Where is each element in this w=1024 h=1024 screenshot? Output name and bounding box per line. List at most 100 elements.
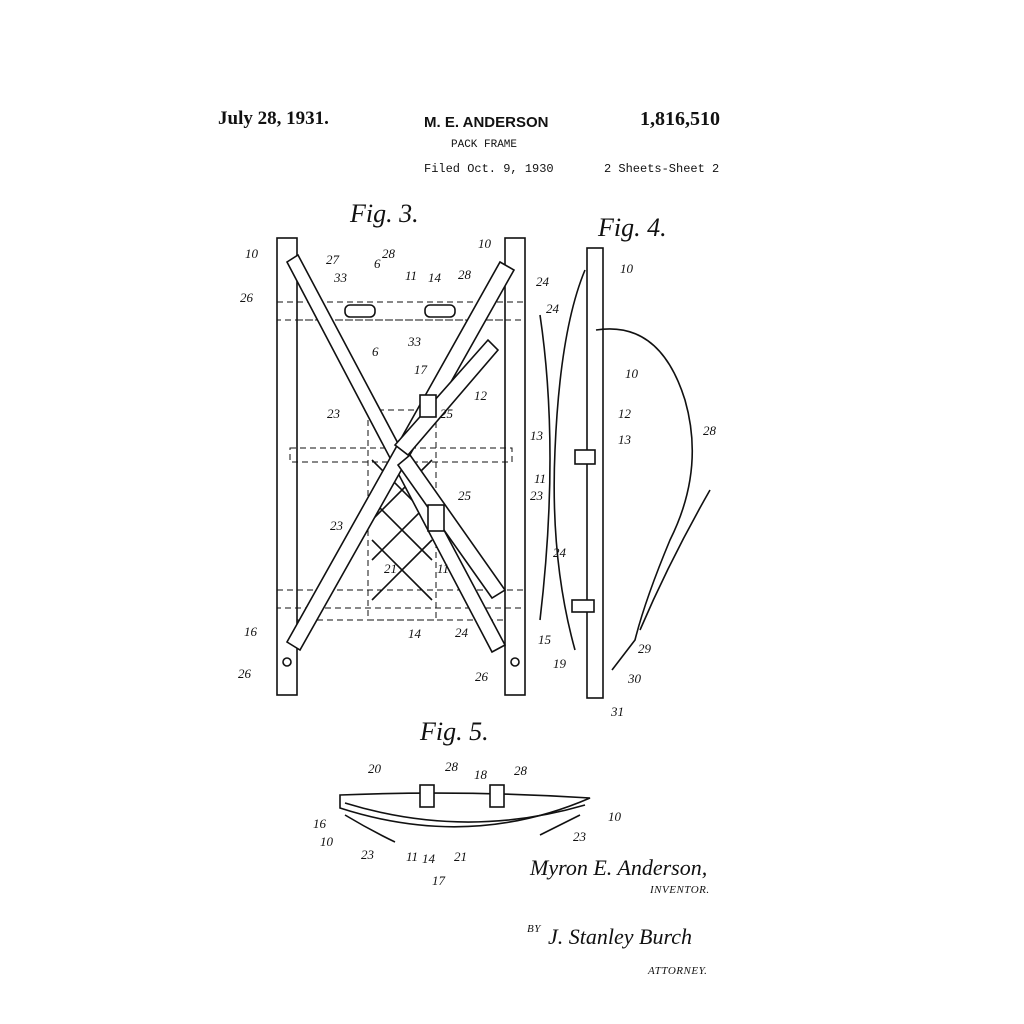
inventor-signature: Myron E. Anderson, [529,855,707,880]
ref-numeral: 25 [458,488,472,503]
top-crossbar [276,301,526,321]
ref-numeral: 6 [372,344,379,359]
ref-numeral: 10 [320,834,334,849]
ref-numeral: 15 [538,632,552,647]
pack-outline [539,314,551,621]
fig5-reference-numerals: 20 28 18 28 10 16 10 23 11 14 21 17 23 [313,759,622,888]
attorney-signature: J. Stanley Burch [548,924,692,949]
ref-numeral: 18 [474,767,488,782]
ref-numeral: 10 [625,366,639,381]
ref-numeral: 13 [530,428,544,443]
ref-numeral: 10 [478,236,492,251]
side-post [586,247,604,699]
ref-numeral: 11 [437,561,449,576]
ref-numeral: 17 [432,873,446,888]
bracket-19 [571,599,595,613]
by-label: BY [527,923,542,935]
ref-numeral: 14 [428,270,442,285]
ref-numeral: 14 [422,851,436,866]
right-post [504,237,526,696]
ref-numeral: 21 [384,561,397,576]
buckle-33-left [344,304,376,318]
left-post [276,237,298,696]
ref-numeral: 23 [530,488,544,503]
pack-band [344,802,586,823]
ref-numeral: 23 [327,406,341,421]
rivet [282,657,292,667]
ref-numeral: 33 [407,334,422,349]
fig5-title: Fig. 5. [419,717,489,746]
ref-numeral: 19 [553,656,567,671]
ref-numeral: 25 [440,406,454,421]
patent-date: July 28, 1931. [218,108,329,129]
ref-numeral: 24 [553,545,567,560]
belt-strap-lower [396,453,507,600]
ref-numeral: 23 [361,847,375,862]
figure-3: Fig. 3. 10 10 27 28 6 [238,199,552,696]
ref-numeral: 17 [414,362,428,377]
figure-5: Fig. 5. 20 28 18 28 10 16 10 23 11 14 21… [313,717,622,888]
ref-numeral: 28 [703,423,717,438]
ref-numeral: 23 [573,829,587,844]
figure-4: Fig. 4. 10 24 10 12 13 28 24 19 29 30 31 [539,213,717,719]
signature-block: Myron E. Anderson, INVENTOR. BY J. Stanl… [527,855,710,977]
strap-29 [639,489,711,631]
strap-side [553,269,586,651]
shoulder-cord-28 [595,328,694,671]
ref-numeral: 14 [408,626,422,641]
buckle-25-upper [419,394,437,418]
inventor-caption: INVENTOR. [649,884,710,896]
patent-number: 1,816,510 [640,108,720,130]
ref-numeral: 11 [405,268,417,283]
rivet [510,657,520,667]
ref-numeral: 6 [374,256,381,271]
ref-numeral: 21 [454,849,467,864]
ref-numeral: 26 [238,666,252,681]
buckle-28-right [489,784,505,808]
ref-numeral: 28 [445,759,459,774]
ref-numeral: 10 [245,246,259,261]
ref-numeral: 26 [240,290,254,305]
ref-numeral: 33 [333,270,348,285]
fig4-title: Fig. 4. [597,213,667,242]
fig3-title: Fig. 3. [349,199,419,228]
ref-numeral: 28 [514,763,528,778]
ref-numeral: 24 [536,274,550,289]
buckle-25 [427,504,445,532]
ref-numeral: 24 [546,301,560,316]
ref-numeral: 12 [474,388,488,403]
ref-numeral: 11 [534,471,546,486]
ref-numeral: 12 [618,406,632,421]
lacing-cords [371,459,433,601]
bracket-13 [574,449,596,465]
sheet-count: 2 Sheets-Sheet 2 [604,162,720,176]
inventor-name: M. E. ANDERSON [424,114,549,131]
filed-date: Filed Oct. 9, 1930 [424,162,554,176]
ref-numeral: 28 [382,246,396,261]
buckle-28-left [419,784,435,808]
fig3-reference-numerals: 10 10 27 28 6 33 11 14 28 24 26 6 33 17 … [238,236,552,684]
ref-numeral: 28 [458,267,472,282]
ref-numeral: 10 [620,261,634,276]
ref-numeral: 26 [475,669,489,684]
buckle-33-right [424,304,456,318]
attorney-caption: ATTORNEY. [647,965,707,977]
ref-numeral: 27 [326,252,340,267]
ref-numeral: 16 [313,816,327,831]
fig4-reference-numerals: 10 24 10 12 13 28 24 19 29 30 31 [546,261,717,719]
ref-numeral: 16 [244,624,258,639]
ref-numeral: 30 [627,671,642,686]
strap-23-right [539,814,581,836]
ref-numeral: 11 [406,849,418,864]
strap-24 [285,260,516,652]
invention-title: PACK FRAME [451,139,518,151]
ref-numeral: 10 [608,809,622,824]
ref-numeral: 13 [618,432,632,447]
ref-numeral: 31 [610,704,624,719]
ref-numeral: 24 [455,625,469,640]
ref-numeral: 23 [330,518,344,533]
bottom-crossbar [276,589,526,609]
belt-strap-upper [393,338,500,457]
